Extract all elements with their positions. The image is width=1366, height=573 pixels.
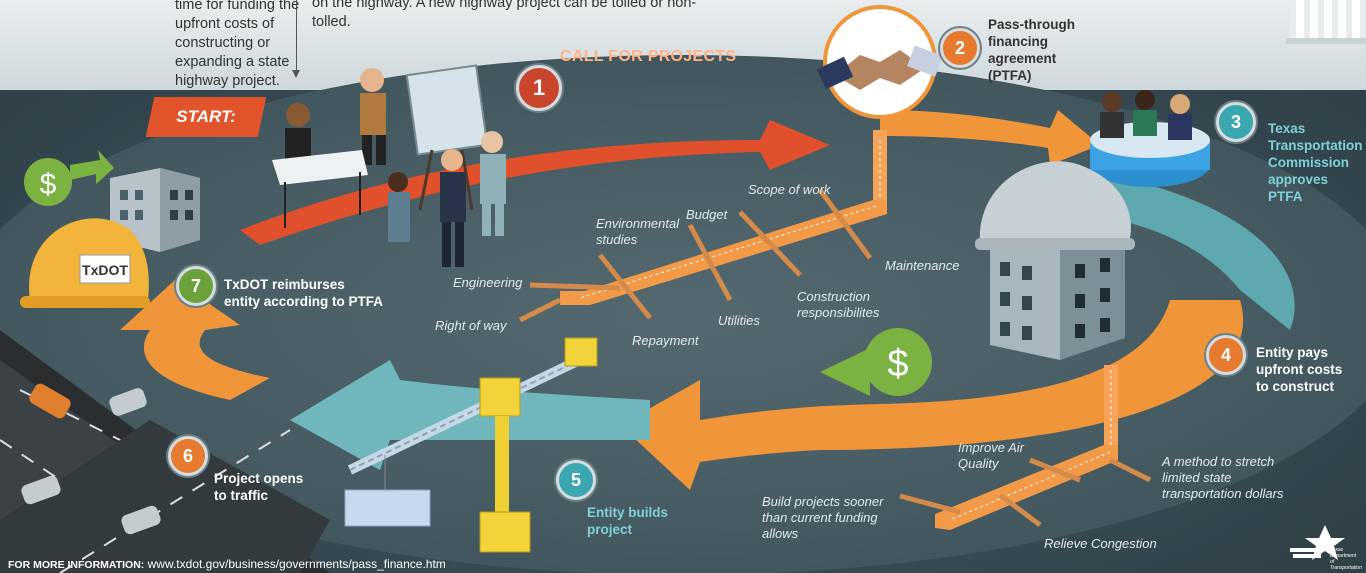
ptfa-repayment: Repayment — [632, 333, 699, 348]
benefit-improve-air-quality: Improve Air Quality — [958, 440, 1024, 471]
ptfa-environmental-studies: Environmental studies — [596, 216, 680, 247]
step-4-text: Entity pays upfront costs to construct — [1256, 345, 1343, 394]
logo-line-2: Department — [1330, 553, 1357, 559]
orange-arrow-left — [120, 280, 270, 400]
benefit-stretch-dollars: A method to stretch limited state transp… — [1162, 454, 1284, 501]
step-5-text: Entity builds project — [587, 505, 668, 537]
logo-text: Texas Department of Transportation — [1330, 547, 1362, 571]
ptfa-maintenance: Maintenance — [885, 258, 960, 273]
step-5-pin: 5 — [556, 460, 596, 500]
ptfa-right-of-way: Right of way — [435, 318, 507, 333]
call-for-projects: CALL FOR PROJECTS — [560, 48, 737, 65]
step-2-pin: 2 — [940, 28, 980, 68]
logo-line-3: of Transportation — [1330, 559, 1362, 571]
start-label: START: — [176, 107, 236, 126]
ptfa-scope-of-work: Scope of work — [748, 182, 831, 197]
ptfa-engineering: Engineering — [453, 275, 523, 290]
green-dollar-arrow-left: $ — [24, 150, 114, 206]
ptfa-timeline — [518, 130, 887, 323]
handshake-icon — [816, 5, 943, 119]
step-7-text: TxDOT reimburses entity according to PTF… — [224, 277, 384, 309]
step-6-pin: 6 — [168, 436, 208, 476]
step-6-text: Project opens to traffic — [214, 471, 304, 503]
txdot-logo: Texas Department of Transportation — [1290, 525, 1362, 571]
logo-line-1: Texas — [1330, 547, 1344, 553]
step-3-pin: 3 — [1216, 102, 1256, 142]
benefit-relieve-congestion: Relieve Congestion — [1044, 536, 1157, 551]
step-7-pin: 7 — [176, 266, 216, 306]
entity-building — [975, 161, 1135, 360]
step-4-pin: 4 — [1206, 335, 1246, 375]
pointer-arrow — [292, 70, 300, 78]
svg-text:TxDOT: TxDOT — [82, 262, 128, 278]
svg-text:$: $ — [887, 343, 908, 385]
pointer-line — [296, 0, 297, 72]
step-3-text: Texas Transportation Commission approves… — [1268, 121, 1363, 204]
start-banner: START: — [145, 97, 267, 137]
benefit-build-sooner: Build projects sooner than current fundi… — [762, 494, 884, 541]
intro-middle-text: on the highway. A new highway project ca… — [312, 0, 697, 30]
people-group — [272, 64, 506, 267]
red-arrow — [240, 120, 830, 245]
txdot-logo-star — [1290, 525, 1345, 560]
svg-text:$: $ — [40, 168, 57, 201]
benefits-timeline — [899, 365, 1152, 530]
step-1-pin: 1 — [516, 65, 562, 111]
road — [0, 330, 330, 573]
ptfa-construction-responsibilites: Construction responsibilites — [797, 289, 880, 320]
hard-hat: TxDOT — [20, 218, 150, 308]
cars — [21, 383, 161, 535]
orange-arrow-top — [880, 110, 1100, 165]
ptfa-budget: Budget — [686, 207, 728, 222]
orange-arrow-bottom — [620, 300, 1244, 490]
capitol-building — [1286, 0, 1366, 44]
ptfa-utilities: Utilities — [718, 313, 760, 328]
footer-url[interactable]: www.txdot.gov/business/governments/pass_… — [147, 557, 446, 571]
commission-desk — [1090, 90, 1210, 187]
intro-left-text: time for funding the upfront costs of co… — [175, 0, 300, 89]
footer-label: FOR MORE INFORMATION: — [8, 559, 145, 571]
green-dollar-arrow-right: $ — [820, 328, 932, 396]
crane — [344, 337, 598, 553]
small-building — [110, 168, 200, 252]
step-2-text: Pass-through financing agreement (PTFA) — [988, 17, 1076, 83]
footer: FOR MORE INFORMATION: www.txdot.gov/busi… — [8, 557, 446, 571]
